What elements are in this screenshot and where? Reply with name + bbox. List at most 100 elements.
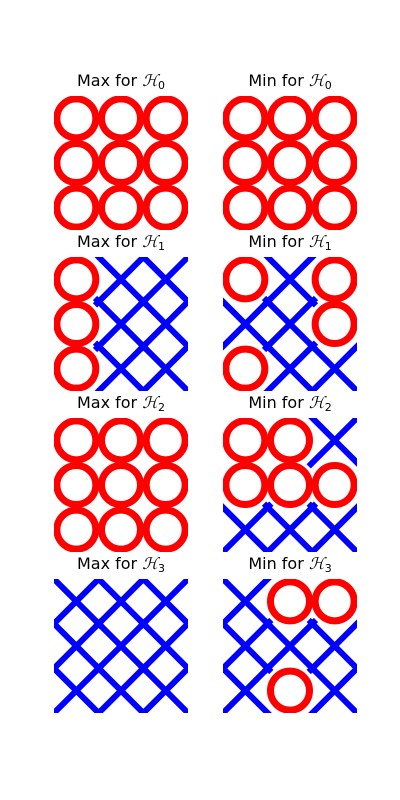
title-prefix: Min for [248, 71, 309, 90]
x-stroke [223, 617, 274, 673]
x-mark [306, 501, 357, 552]
o-mark [54, 96, 100, 142]
title-subscript: 0 [324, 79, 332, 92]
o-mark [311, 140, 357, 186]
o-mark [267, 418, 313, 464]
title-symbol: ℋ [308, 71, 325, 90]
title-subscript: 2 [324, 401, 332, 414]
x-stroke [261, 617, 319, 675]
title-symbol: ℋ [142, 393, 159, 412]
title-subscript: 0 [158, 79, 166, 92]
x-mark [306, 418, 357, 469]
o-mark [311, 184, 357, 230]
x-stroke [308, 503, 357, 552]
x-mark [137, 340, 188, 391]
x-mark [92, 257, 150, 308]
x-stroke [308, 664, 357, 713]
panel-title: Max for ℋ3 [54, 555, 188, 578]
o-mark [54, 418, 100, 464]
x-stroke [92, 579, 148, 630]
o-mark [98, 462, 145, 509]
board [223, 257, 357, 391]
x-stroke [306, 418, 357, 469]
x-stroke [223, 579, 272, 628]
o-mark [267, 184, 313, 230]
x-stroke [92, 257, 148, 308]
x-stroke [263, 501, 319, 552]
o-mark [311, 96, 357, 142]
board [223, 418, 357, 552]
o-mark [223, 257, 269, 303]
o-mark [311, 462, 357, 508]
x-stroke [54, 617, 105, 673]
o-mark [98, 184, 144, 230]
x-stroke [92, 295, 150, 353]
x-mark [54, 579, 105, 630]
o-mark [54, 462, 100, 508]
o-mark [311, 301, 357, 347]
o-mark [223, 140, 269, 186]
o-mark [142, 506, 188, 552]
title-prefix: Max for [76, 232, 143, 251]
x-mark [306, 662, 357, 713]
x-mark [137, 257, 188, 308]
x-stroke [137, 619, 188, 675]
panel-title: Min for ℋ3 [223, 555, 357, 578]
x-mark [92, 295, 150, 353]
x-mark [306, 340, 357, 391]
o-mark [267, 579, 313, 625]
o-mark [54, 506, 100, 552]
x-mark [223, 579, 274, 630]
o-mark [142, 184, 188, 230]
x-mark [261, 295, 319, 353]
x-stroke [223, 295, 274, 351]
title-symbol: ℋ [142, 554, 159, 573]
x-stroke [261, 295, 319, 353]
title-symbol: ℋ [142, 232, 159, 251]
o-mark [98, 506, 144, 552]
o-mark [142, 140, 188, 186]
x-stroke [94, 340, 150, 391]
o-mark [98, 418, 144, 464]
x-stroke [263, 340, 319, 391]
o-mark [54, 301, 100, 347]
board [54, 257, 188, 391]
title-subscript: 3 [158, 562, 166, 575]
title-subscript: 3 [324, 562, 332, 575]
x-mark [223, 501, 274, 552]
o-mark [223, 96, 269, 142]
title-symbol: ℋ [308, 232, 325, 251]
title-prefix: Min for [248, 554, 309, 573]
board [54, 96, 188, 230]
x-mark [54, 662, 105, 713]
o-mark [223, 462, 269, 508]
o-mark [267, 96, 313, 142]
panel-title: Max for ℋ2 [54, 394, 188, 417]
x-stroke [223, 501, 274, 552]
x-mark [54, 617, 105, 675]
x-mark [306, 617, 357, 675]
x-stroke [137, 257, 188, 308]
x-mark [223, 617, 274, 675]
title-prefix: Min for [248, 393, 309, 412]
title-symbol: ℋ [142, 71, 159, 90]
x-mark [92, 579, 150, 630]
title-symbol: ℋ [308, 554, 325, 573]
o-mark [54, 140, 100, 186]
x-stroke [306, 619, 357, 675]
o-mark [54, 345, 100, 391]
x-stroke [139, 342, 188, 391]
o-mark [267, 462, 314, 509]
o-mark [311, 257, 357, 303]
x-mark [223, 295, 274, 353]
o-mark [142, 462, 188, 508]
x-mark [137, 662, 188, 713]
x-stroke [223, 662, 274, 713]
o-mark [223, 345, 269, 391]
panel-title: Min for ℋ1 [223, 233, 357, 256]
o-mark [98, 140, 145, 187]
o-mark [142, 96, 188, 142]
board [54, 579, 188, 713]
o-mark [54, 184, 100, 230]
x-mark [261, 617, 319, 675]
